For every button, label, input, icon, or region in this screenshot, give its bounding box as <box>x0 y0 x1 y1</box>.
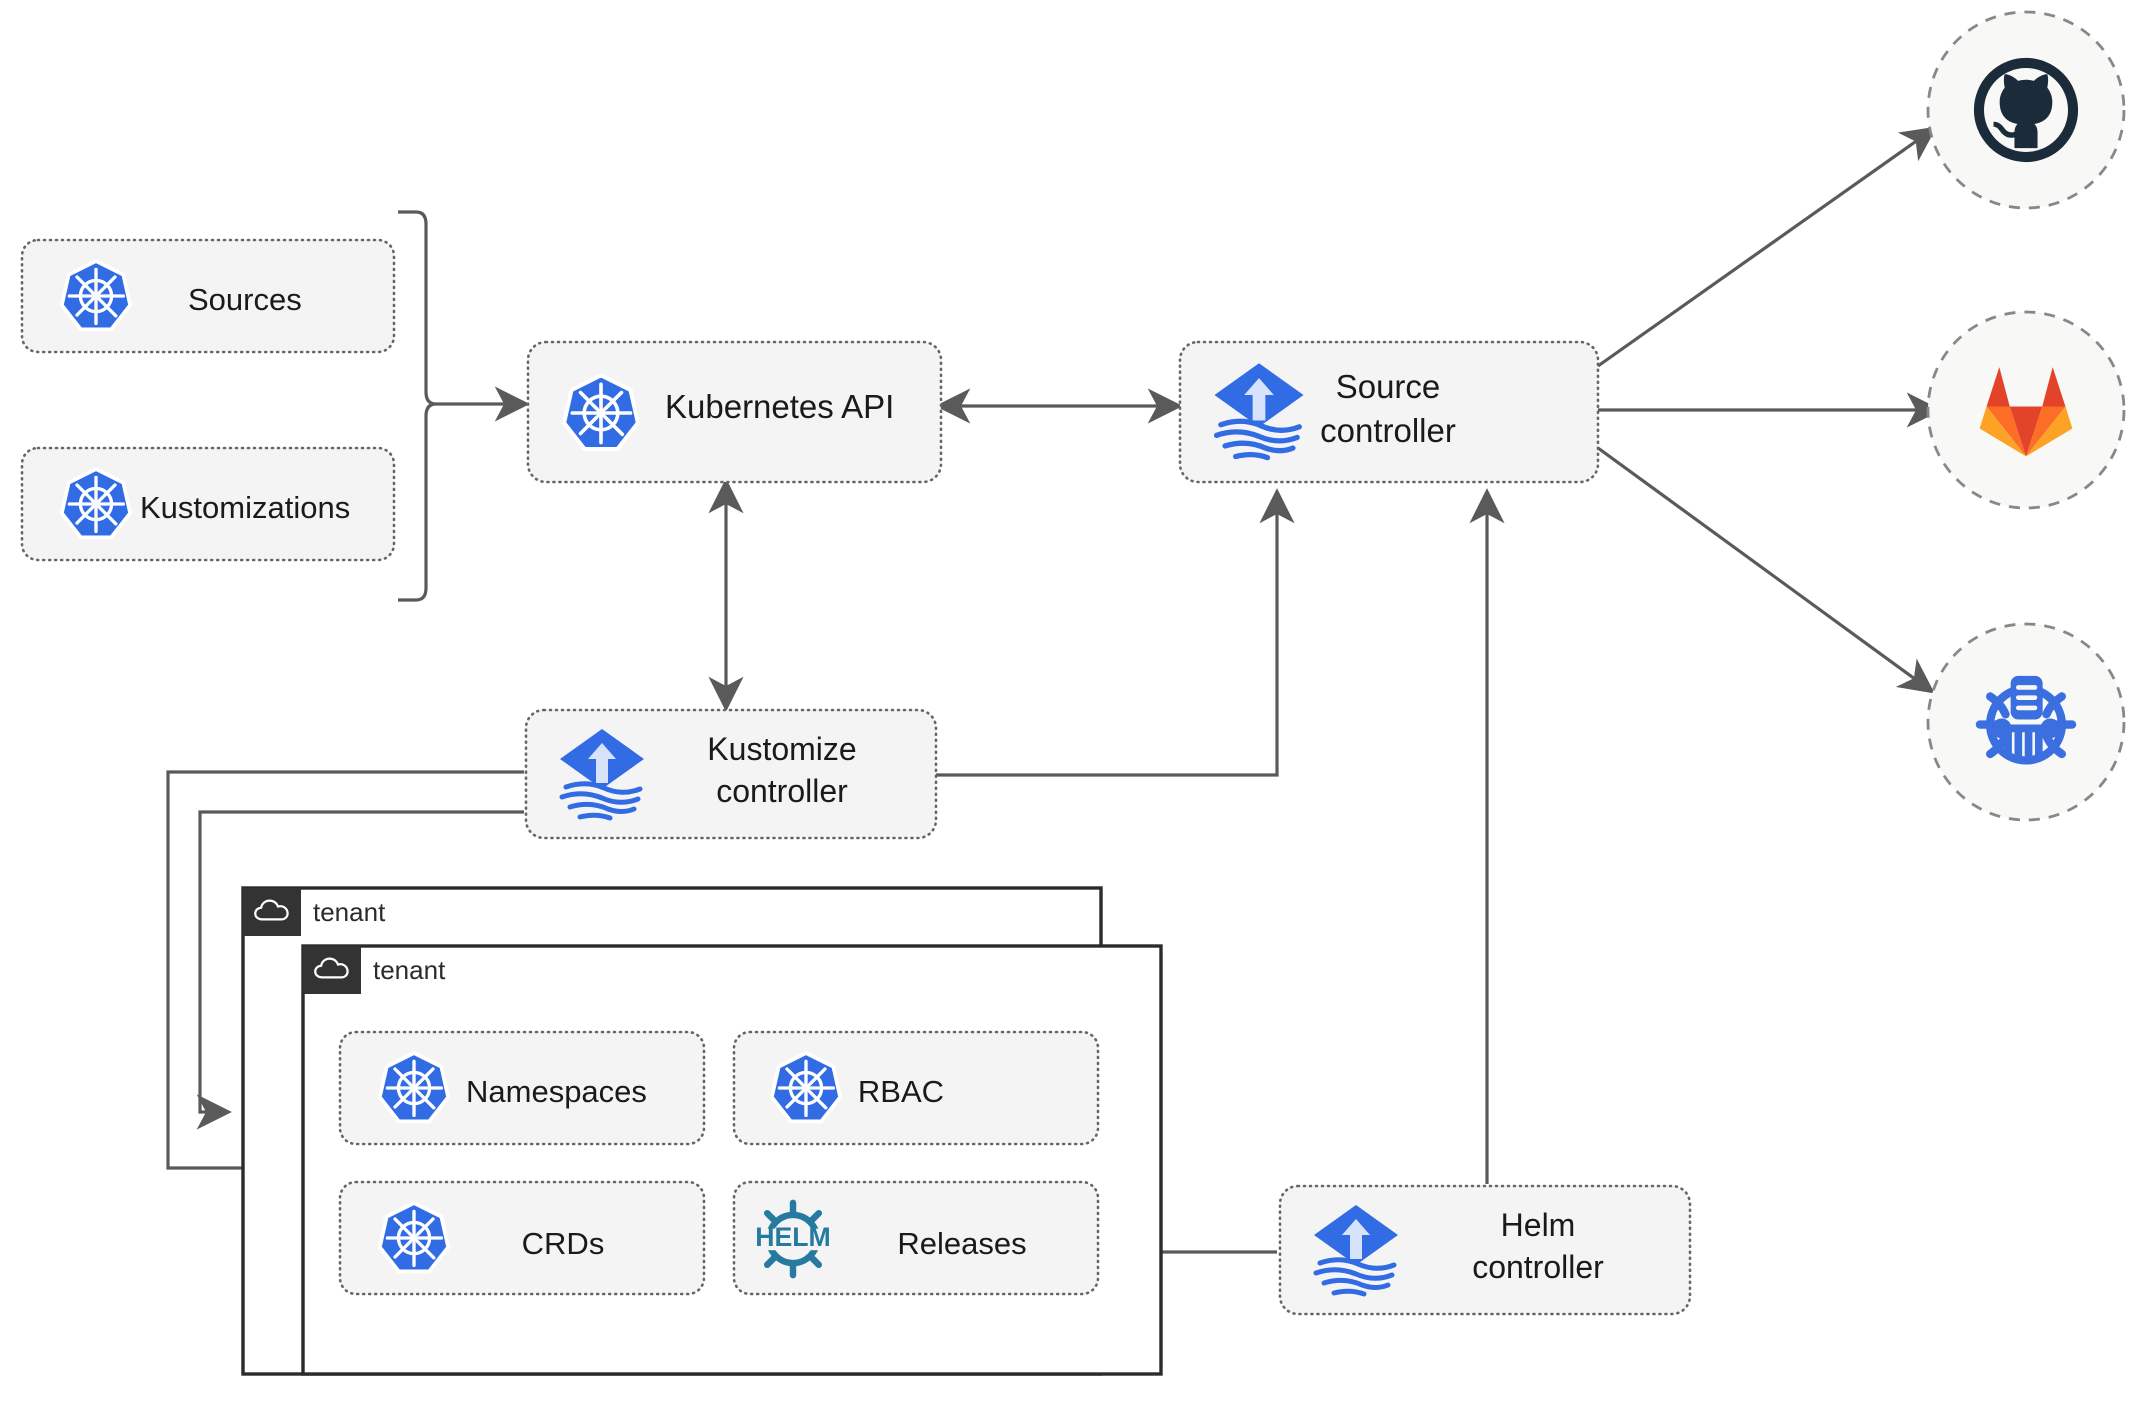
node-gitlab[interactable] <box>1926 310 2126 510</box>
node-rbac[interactable]: RBAC <box>732 1030 1100 1146</box>
kubernetes-icon <box>377 1051 451 1124</box>
node-helm-repository-circle <box>1926 622 2126 822</box>
edge-kustomize-to-tenant-front <box>196 810 524 1130</box>
node-source-controller[interactable]: Source controller <box>1178 340 1600 484</box>
node-crds-label: CRDs <box>522 1226 605 1261</box>
node-kustomize-controller-box <box>524 708 938 840</box>
tenant-front-body <box>301 944 1163 1376</box>
node-helm-controller-line2: controller <box>1472 1249 1604 1285</box>
tenant-front[interactable]: tenant <box>301 944 1163 1376</box>
edge-layer <box>166 126 1942 1270</box>
node-source-controller-box <box>1178 340 1600 484</box>
node-kustomizations[interactable]: Kustomizations <box>20 446 396 562</box>
node-releases[interactable]: Releases <box>732 1180 1100 1296</box>
node-releases-label: Releases <box>897 1226 1026 1261</box>
node-sources-label: Sources <box>188 282 302 317</box>
node-namespaces[interactable]: Namespaces <box>338 1030 706 1146</box>
node-namespaces-label: Namespaces <box>466 1074 647 1109</box>
node-rbac-label: RBAC <box>858 1074 944 1109</box>
node-kustomize-controller-line1: Kustomize <box>707 731 856 767</box>
node-helm-controller[interactable]: Helm controller <box>1278 1184 1692 1316</box>
resources-brace <box>398 210 437 602</box>
tenant-front-label: tenant <box>373 955 446 985</box>
kubernetes-icon <box>59 259 133 332</box>
node-github[interactable] <box>1926 10 2126 210</box>
node-source-controller-line1: Source <box>1336 368 1441 405</box>
node-kubernetes-api-box <box>526 340 943 484</box>
node-kustomizations-label: Kustomizations <box>140 490 350 525</box>
edge-source-controller-to-github <box>1597 126 1937 368</box>
node-kubernetes-api-label: Kubernetes API <box>665 388 894 425</box>
kubernetes-icon <box>769 1051 843 1124</box>
edge-kustomize-to-source-controller <box>935 488 1295 777</box>
tenant-back-label: tenant <box>313 897 386 927</box>
edge-source-controller-to-helm-repository <box>1597 446 1935 694</box>
edge-kustomize-to-tenant-back <box>166 770 524 1186</box>
kubernetes-icon <box>377 1201 451 1274</box>
kubernetes-icon <box>59 467 133 540</box>
node-helm-repository[interactable] <box>1926 622 2126 822</box>
node-kustomize-controller[interactable]: Kustomize controller <box>524 708 938 840</box>
node-helm-controller-box <box>1278 1184 1692 1316</box>
node-sources[interactable]: Sources <box>20 238 396 354</box>
tenant-back-header <box>243 888 301 936</box>
kubernetes-icon <box>564 375 638 449</box>
node-source-controller-line2: controller <box>1320 412 1456 449</box>
node-helm-controller-line1: Helm <box>1501 1207 1576 1243</box>
node-crds[interactable]: CRDs <box>338 1180 706 1296</box>
node-kubernetes-api[interactable]: Kubernetes API <box>526 340 943 484</box>
node-kustomize-controller-line2: controller <box>716 773 848 809</box>
node-releases-box <box>732 1180 1100 1296</box>
tenant-front-header <box>303 946 361 994</box>
